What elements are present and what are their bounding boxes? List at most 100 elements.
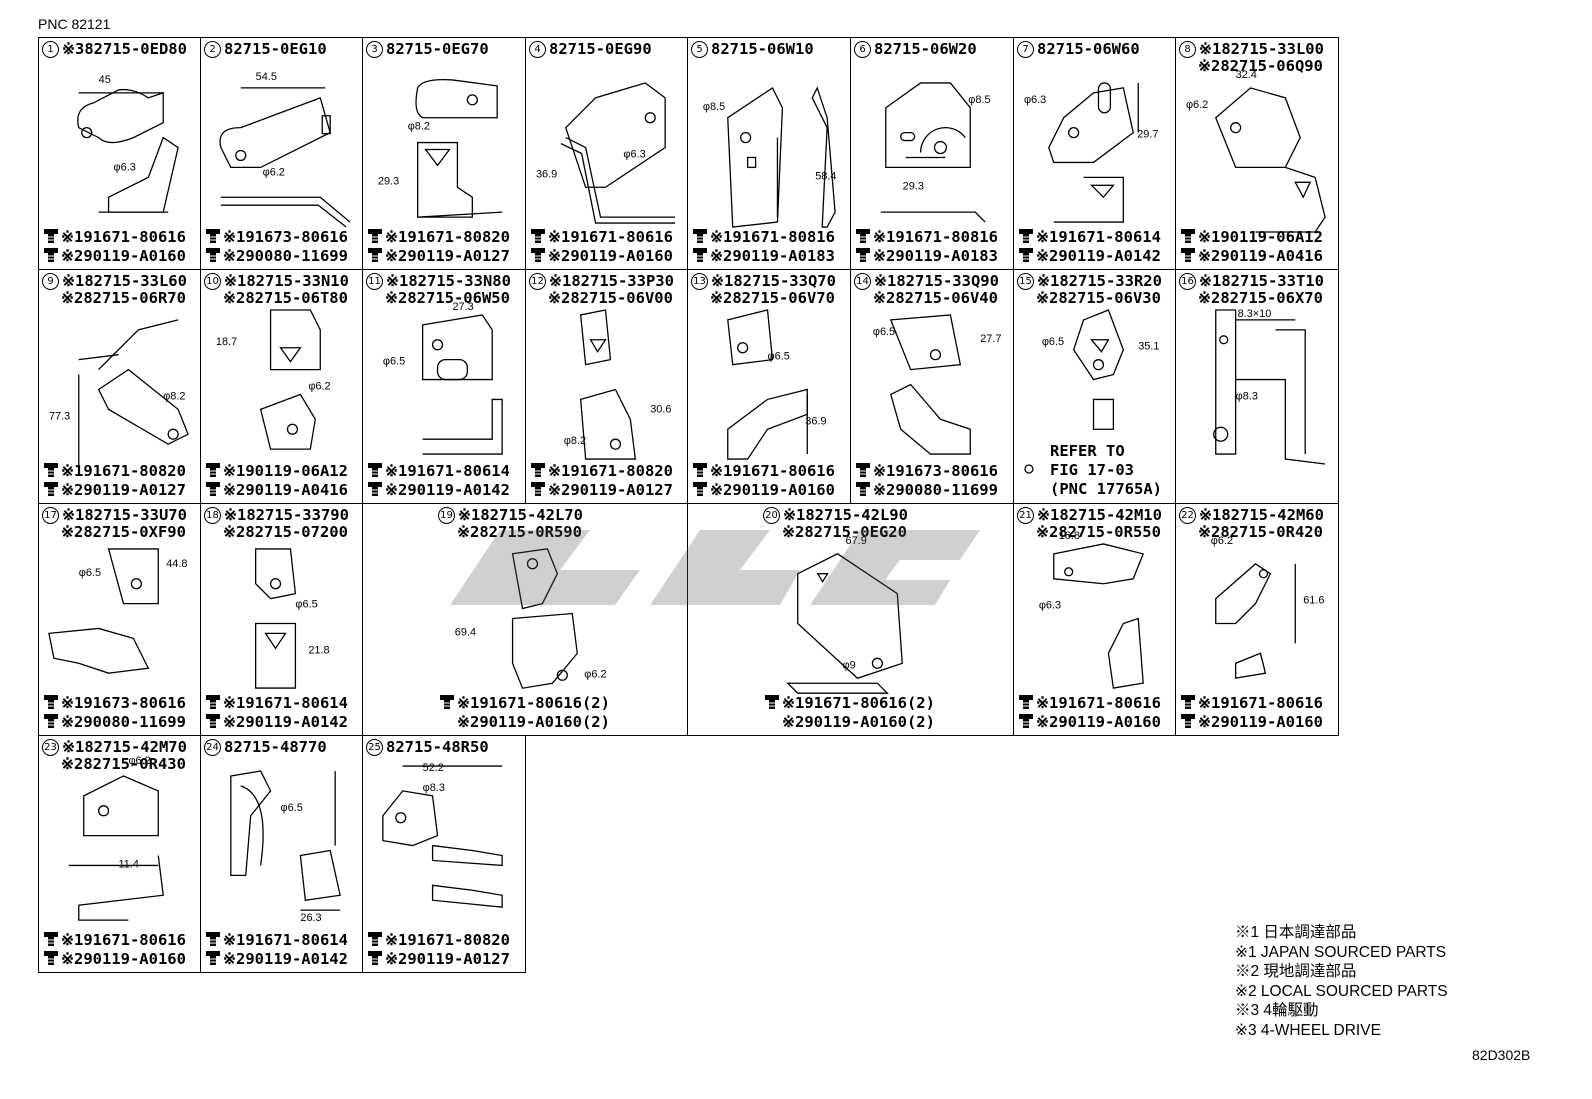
dimension-label: φ6.3 [623, 148, 645, 160]
fastener-part-number: ※290119-A0160 [548, 247, 673, 265]
dimension-label: 61.6 [1303, 595, 1324, 607]
item-number-badge: 2 [204, 41, 221, 58]
dimension-label: φ8.2 [408, 121, 430, 133]
dimension-label: φ8.3 [423, 782, 445, 794]
bolt-icon [42, 712, 61, 734]
dimension-label: 26.3 [300, 912, 321, 924]
dimension-label: 29.3 [903, 180, 924, 192]
part-number: ※282715-0R550 [1036, 523, 1161, 541]
dimension-label: 77.3 [49, 410, 70, 422]
dimension-label: 54.5 [256, 71, 277, 83]
bolt-icon [366, 949, 385, 971]
part-number-header: 9※182715-33L60※282715-06R70 [42, 273, 198, 307]
bolt-icon [366, 930, 385, 952]
item-number-badge: 16 [1179, 273, 1196, 290]
item-number-badge: 22 [1179, 507, 1196, 524]
part-number: ※182715-33R20 [1037, 272, 1162, 290]
part-number: 82715-0EG70 [386, 40, 489, 58]
fastener-part-number: ※290080-11699 [223, 247, 348, 265]
part-number: 82715-48R50 [386, 738, 489, 756]
dimension-label: 35.1 [1138, 341, 1159, 353]
pnc-label: PNC 82121 [38, 16, 111, 32]
fastener-list: ※190119-06A12※290119-A0416 [204, 462, 360, 500]
fastener-part-number: ※290119-A0160 [1036, 713, 1161, 731]
dimension-label: 69.4 [455, 626, 476, 638]
dimension-label: 58.4 [815, 170, 836, 182]
fastener-part-number: ※191671-80616 [548, 228, 673, 246]
part-number: 82715-06W10 [711, 40, 814, 58]
fastener-part-number: ※190119-06A12 [223, 462, 348, 480]
item-number-badge: 11 [366, 273, 383, 290]
fastener-list: ※191673-80616※290080-11699 [854, 462, 1011, 500]
part-number-header: 11※182715-33N80※282715-06W50 [366, 273, 523, 307]
fastener-list: ※191671-80614※290119-A0142 [204, 694, 360, 732]
dimension-label: φ6.5 [1042, 336, 1064, 348]
fastener-part-number: ※191671-80616(2) [457, 694, 610, 712]
item-number-badge: 18 [204, 507, 221, 524]
item-number-badge: 21 [1017, 507, 1034, 524]
bolt-icon [1017, 693, 1036, 715]
bolt-icon [204, 246, 223, 268]
part-number: ※282715-06V00 [548, 289, 673, 307]
part-number: 82715-06W20 [874, 40, 977, 58]
bolt-icon [366, 246, 385, 268]
fastener-list: ※191671-80820※290119-A0127 [366, 228, 523, 266]
item-number-badge: 6 [854, 41, 871, 58]
item-number-badge: 20 [763, 507, 780, 524]
dimension-label: φ8.3 [1236, 390, 1258, 402]
item-number-badge: 8 [1179, 41, 1196, 58]
legend-line: ※3 4-WHEEL DRIVE [1235, 1021, 1381, 1039]
fastener-part-number: ※290119-A0127 [61, 481, 186, 499]
part-number: ※182715-33T10 [1199, 272, 1324, 290]
part-drawing: 54.5φ6.2 [219, 71, 351, 228]
bolt-icon [204, 930, 223, 952]
fastener-list: ※191671-80616※290119-A0160 [691, 462, 848, 500]
bolt-icon [1017, 227, 1036, 249]
bolt-icon [42, 930, 61, 952]
part-number: ※182715-42M60 [1199, 506, 1324, 524]
legend-line: ※2 LOCAL SOURCED PARTS [1235, 982, 1448, 1000]
legend-line: ※1 日本調達部品 [1235, 924, 1357, 941]
item-number-badge: 13 [691, 273, 708, 290]
fastener-part-number: ※191671-80616 [1198, 694, 1323, 712]
dimension-label: 30.6 [650, 403, 671, 415]
part-number-header: 22※182715-42M60※282715-0R420 [1179, 507, 1336, 541]
bolt-icon [691, 227, 710, 249]
refer-line: (PNC 17765A) [1050, 480, 1162, 498]
fastener-part-number: ※191671-80820 [548, 462, 673, 480]
document-reference: 82D302B [1472, 1047, 1531, 1063]
fastener-part-number: ※191671-80614 [385, 462, 510, 480]
bolt-icon [366, 480, 385, 502]
bolt-icon [366, 227, 385, 249]
part-drawing: 69.4φ6.2 [455, 548, 607, 689]
legend-line: ※1 JAPAN SOURCED PARTS [1235, 943, 1447, 961]
item-number-badge: 19 [438, 507, 455, 524]
fastener-part-number: ※190119-06A12 [1198, 228, 1323, 246]
fastener-part-number: ※290119-A0142 [385, 481, 510, 499]
item-number-badge: 3 [366, 41, 383, 58]
bolt-icon [529, 480, 548, 502]
fastener-part-number: ※191671-80616 [710, 462, 835, 480]
item-number-badge: 4 [529, 41, 546, 58]
bolt-icon [1017, 712, 1036, 734]
dimension-label: φ6.2 [128, 755, 150, 767]
fastener-part-number: ※191671-80820 [61, 462, 186, 480]
legend: ※1 日本調達部品 ※1 JAPAN SOURCED PARTS ※2 現地調達… [1235, 923, 1448, 1040]
bolt-icon [854, 480, 873, 502]
part-number: ※282715-0R430 [61, 755, 186, 773]
fastener-list: ※191671-80616※290119-A0160 [1017, 694, 1173, 732]
fastener-part-number: ※290119-A0142 [1036, 247, 1161, 265]
dimension-label: φ6.3 [114, 161, 136, 173]
part-number-header: 18※182715-33790※282715-07200 [204, 507, 360, 541]
fastener-part-number: ※290119-A0160 [61, 950, 186, 968]
